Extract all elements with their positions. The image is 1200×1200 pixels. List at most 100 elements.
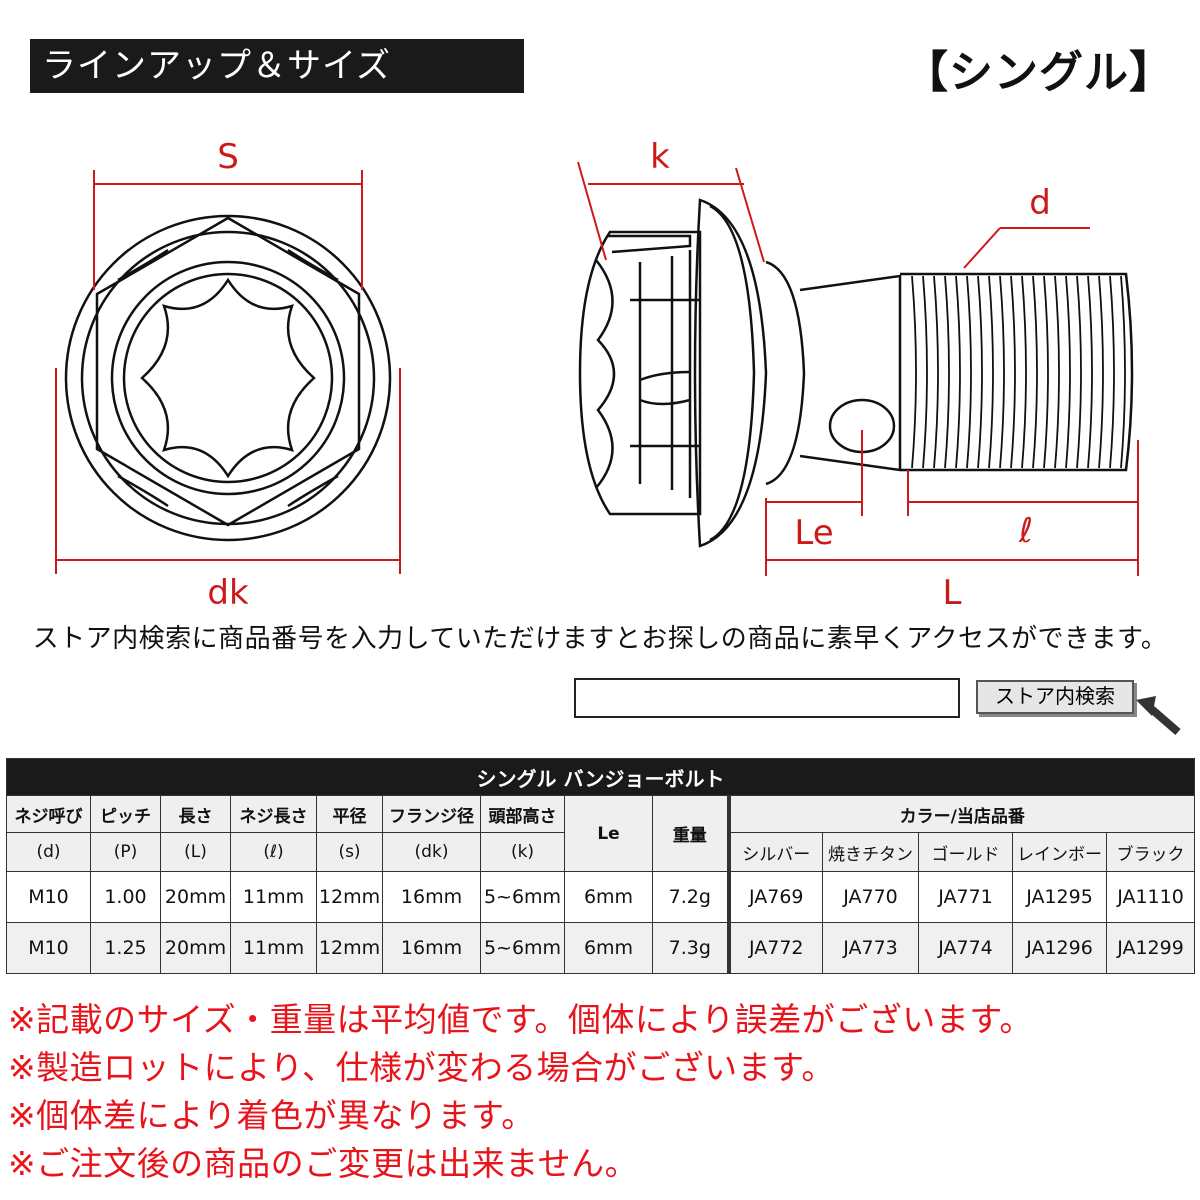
table-cell: 11mm — [230, 922, 317, 974]
store-search-button[interactable]: ストア内検索 — [976, 680, 1134, 714]
product-code: JA1295 — [1012, 871, 1107, 923]
thread-line — [1032, 275, 1038, 469]
col-header: フランジ径 — [382, 795, 481, 833]
label-L-total: L — [943, 573, 962, 610]
table-cell: 12mm — [316, 871, 383, 923]
thread-line — [1021, 275, 1027, 469]
table-cell: M10 — [6, 871, 91, 923]
product-code: JA773 — [822, 922, 919, 974]
thread-line — [988, 275, 994, 469]
thread-line — [1065, 275, 1071, 469]
dimension-dk — [55, 368, 401, 574]
arrow-pointer-icon — [1136, 696, 1181, 736]
product-code: JA772 — [726, 922, 823, 974]
thread-line — [933, 275, 939, 469]
table-cell: 5~6mm — [480, 922, 565, 974]
table-title: シングル バンジョーボルト — [5, 758, 1196, 796]
col-symbol: (dk) — [382, 832, 481, 872]
label-l-thread: ℓ — [1018, 511, 1033, 551]
thread-line — [966, 275, 972, 469]
table-cell: 7.2g — [652, 871, 729, 923]
note-item: ※製造ロットにより、仕様が変わる場合がございます。 — [8, 1048, 835, 1087]
color-header: 焼きチタン — [822, 832, 919, 872]
color-header: ゴールド — [918, 832, 1013, 872]
label-le: Le — [794, 513, 833, 553]
store-search-input[interactable] — [574, 678, 960, 718]
col-header: 平径 — [316, 795, 383, 833]
thread-line — [1098, 275, 1104, 469]
thread-line — [999, 275, 1005, 469]
thread-line — [1120, 275, 1126, 469]
dimension-d — [963, 227, 1090, 269]
product-code: JA1299 — [1105, 922, 1196, 974]
thread-line — [944, 275, 950, 469]
thread-line — [1076, 275, 1082, 469]
table-cell: 11mm — [230, 871, 317, 923]
table-cell: 20mm — [160, 922, 231, 974]
color-header: ブラック — [1105, 832, 1196, 872]
table-cell: 6mm — [564, 871, 653, 923]
table-cell: 20mm — [160, 871, 231, 923]
product-code: JA771 — [918, 871, 1013, 923]
thread-line — [1109, 275, 1115, 469]
col-symbol: (L) — [160, 832, 231, 872]
col-symbol: (s) — [316, 832, 383, 872]
label-k: k — [650, 137, 670, 177]
bolt-dimension-diagram: S dk k d — [55, 137, 1139, 610]
label-d: d — [1029, 183, 1051, 223]
table-cell: 7.3g — [652, 922, 729, 974]
thread-line — [977, 275, 983, 469]
bolt-side-view — [578, 198, 1134, 548]
product-code: JA770 — [822, 871, 919, 923]
section-title: ラインアップ＆サイズ — [30, 39, 524, 93]
dimension-le — [765, 430, 863, 576]
thread-line — [911, 275, 917, 469]
notes-list: ※記載のサイズ・重量は平均値です。個体により誤差がございます。 ※製造ロットによ… — [8, 996, 1033, 1188]
thread-line — [922, 275, 928, 469]
table-cell: 5~6mm — [480, 871, 565, 923]
thread-line — [1010, 275, 1016, 469]
color-header: レインボー — [1012, 832, 1107, 872]
label-dk: dk — [207, 573, 249, 610]
table-cell: 16mm — [382, 922, 481, 974]
spec-table: シングル バンジョーボルト ネジ呼び ピッチ 長さ ネジ長さ 平径 フランジ径 … — [5, 758, 1196, 974]
dimension-s — [93, 170, 363, 290]
table-cell: 16mm — [382, 871, 481, 923]
col-symbol: (d) — [6, 832, 91, 872]
thread-line — [1054, 275, 1060, 469]
variant-label: 【シングル】 — [904, 47, 1174, 98]
color-group-header: カラー/当店品番 — [726, 795, 1196, 833]
product-code: JA769 — [726, 871, 823, 923]
label-s: S — [217, 137, 239, 177]
col-symbol: (ℓ) — [230, 832, 317, 872]
torx-socket — [140, 277, 316, 479]
col-header: 長さ — [160, 795, 231, 833]
thread-line — [1043, 275, 1049, 469]
col-header: Le — [564, 795, 653, 872]
thread-line — [1087, 275, 1093, 469]
product-code: JA1296 — [1012, 922, 1107, 974]
note-item: ※個体差により着色が異なります。 — [8, 1096, 535, 1135]
product-code: JA774 — [918, 922, 1013, 974]
bolt-head-front-view — [64, 214, 392, 542]
col-header: ネジ呼び — [6, 795, 91, 833]
search-guide-text: ストア内検索に商品番号を入力していただけますとお探しの商品に素早くアクセスができ… — [32, 624, 1168, 654]
col-symbol: (P) — [90, 832, 161, 872]
col-symbol: (k) — [480, 832, 565, 872]
note-item: ※ご注文後の商品のご変更は出来ません。 — [8, 1144, 639, 1183]
col-header: ピッチ — [90, 795, 161, 833]
table-cell: 6mm — [564, 922, 653, 974]
thread-line — [955, 275, 961, 469]
table-cell: M10 — [6, 922, 91, 974]
color-header: シルバー — [726, 832, 823, 872]
table-cell: 1.00 — [90, 871, 161, 923]
col-header: 重量 — [652, 795, 729, 872]
table-cell: 12mm — [316, 922, 383, 974]
note-item: ※記載のサイズ・重量は平均値です。個体により誤差がございます。 — [8, 1000, 1033, 1039]
product-code: JA1110 — [1105, 871, 1196, 923]
col-header: ネジ長さ — [230, 795, 317, 833]
dimension-l-thread — [907, 440, 1139, 576]
col-header: 頭部高さ — [480, 795, 565, 833]
table-cell: 1.25 — [90, 922, 161, 974]
thread-lines — [911, 275, 1126, 469]
